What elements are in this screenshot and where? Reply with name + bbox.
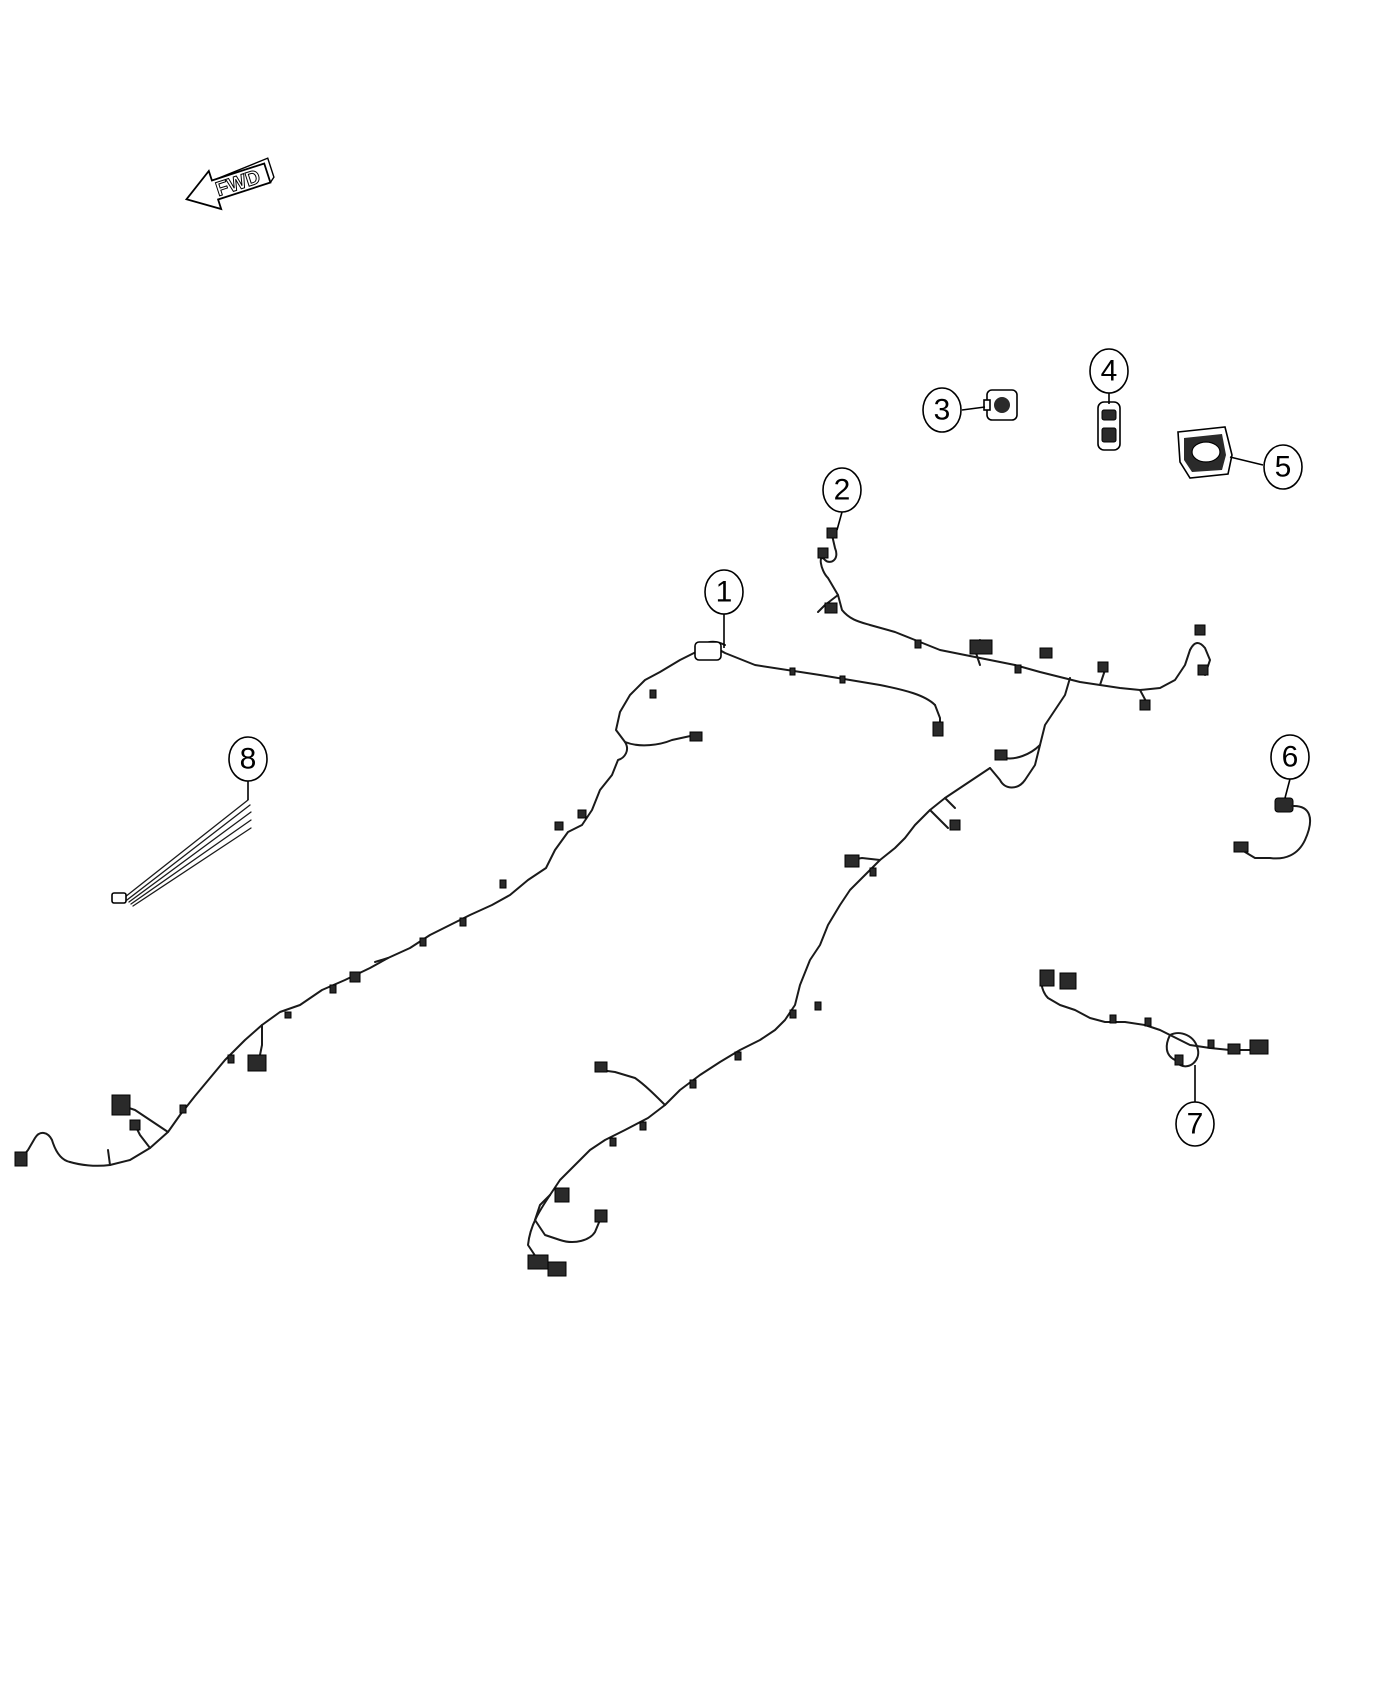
callout-2: 2 (822, 467, 862, 513)
callout-number-1: 1 (716, 576, 733, 609)
part-4-connector (1097, 401, 1121, 451)
callout-5: 5 (1263, 444, 1303, 490)
callout-number-6: 6 (1282, 741, 1299, 774)
harness-part-1 (14, 640, 944, 1167)
leader-line-3 (961, 406, 986, 411)
callout-number-2: 2 (834, 474, 851, 507)
harness-part-2 (527, 527, 1211, 1277)
leader-line-5 (1229, 456, 1264, 466)
part-8-wire-bundle (111, 799, 252, 907)
forward-direction-arrow: FWD (184, 157, 275, 211)
callout-1: 1 (704, 569, 744, 615)
leader-line-2 (836, 511, 843, 531)
part-6-jumper (1233, 797, 1312, 860)
callout-7: 7 (1175, 1101, 1215, 1147)
callout-8: 8 (228, 736, 268, 782)
callout-number-4: 4 (1101, 355, 1118, 388)
leader-line-6 (1284, 778, 1291, 799)
harness-part-7 (1039, 969, 1269, 1068)
callout-3: 3 (922, 387, 962, 433)
callout-number-7: 7 (1187, 1108, 1204, 1141)
fwd-label: FWD (213, 166, 263, 201)
callout-number-3: 3 (934, 394, 951, 427)
callout-4: 4 (1089, 348, 1129, 394)
callout-6: 6 (1270, 734, 1310, 780)
part-5-bracket (1177, 426, 1233, 479)
callout-number-5: 5 (1275, 451, 1292, 484)
callout-number-8: 8 (240, 743, 257, 776)
part-3-sensor (983, 389, 1018, 421)
